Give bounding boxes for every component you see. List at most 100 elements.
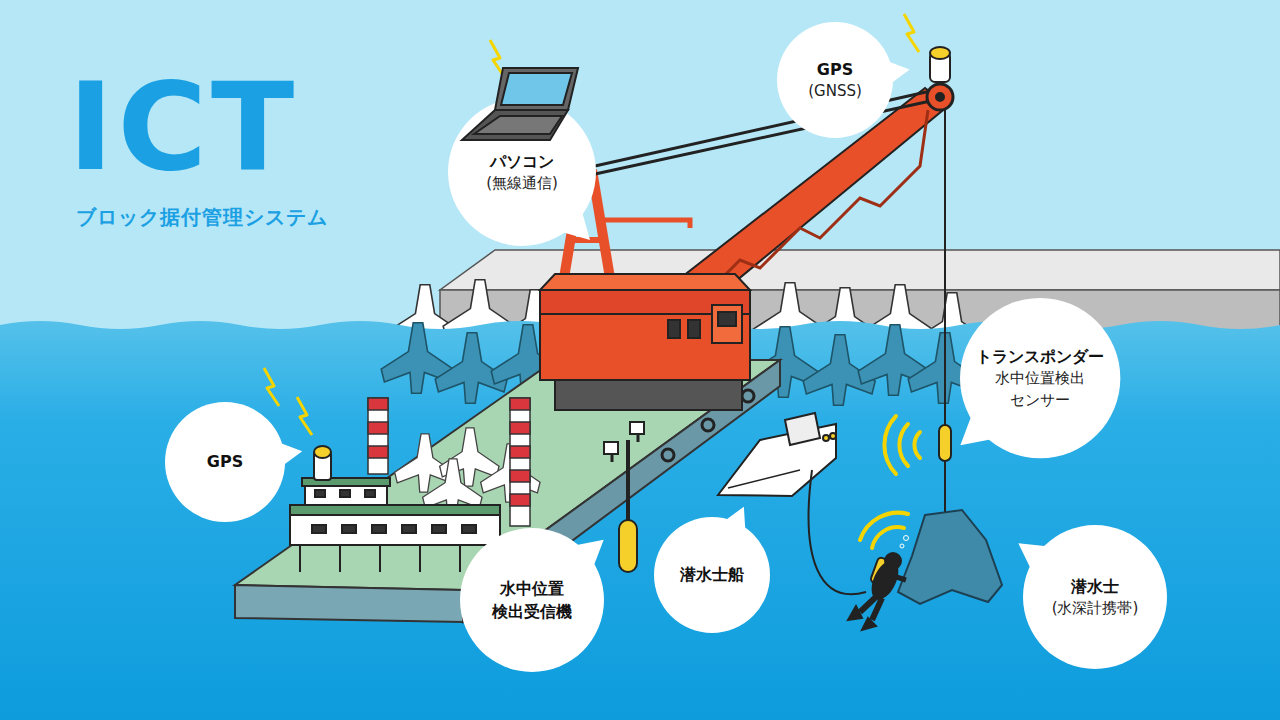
hung-block-part xyxy=(898,510,1002,604)
signal-waves-part xyxy=(872,527,904,548)
callout-bubble: 水中位置 検出受信機 xyxy=(460,528,604,672)
crane-part xyxy=(600,220,690,228)
crane-part xyxy=(688,320,700,338)
control-building-part xyxy=(290,515,500,545)
callout-heading: パソコン xyxy=(490,150,554,173)
receiver-pole xyxy=(604,422,644,572)
control-building-part xyxy=(342,525,356,533)
receiver-pole-part xyxy=(626,440,630,522)
signal-waves xyxy=(860,416,920,548)
crane-part xyxy=(540,274,750,290)
laptop-part xyxy=(501,73,572,105)
diver-boat-part xyxy=(728,470,800,488)
crane-part xyxy=(555,378,742,410)
bubble-circle xyxy=(777,22,893,138)
chimneys-part xyxy=(510,398,530,526)
control-building-part xyxy=(340,490,350,497)
chimneys-part xyxy=(510,446,530,458)
signal-waves-part xyxy=(860,513,908,540)
callout-heading: GPS xyxy=(817,58,853,81)
crane xyxy=(540,47,953,516)
control-building-part xyxy=(432,525,446,533)
callout-heading: 水中位置 検出受信機 xyxy=(492,577,572,623)
lightning-bolts-part xyxy=(297,397,312,435)
laptop-part xyxy=(474,116,562,134)
control-building-part xyxy=(290,505,500,515)
diver-boat-part xyxy=(823,435,829,441)
diver-boat xyxy=(718,413,836,496)
receiver-pole-part xyxy=(630,422,644,434)
receiver-pole-part xyxy=(604,442,618,454)
laptop-part xyxy=(462,110,568,140)
diver-tether xyxy=(809,470,866,594)
diver-part xyxy=(848,606,862,620)
diver-part xyxy=(900,544,904,548)
chimneys-part xyxy=(510,398,530,410)
control-building-part xyxy=(459,545,461,572)
crane-part xyxy=(592,170,612,290)
callout-body: (GNSS) xyxy=(808,81,862,103)
chimneys-part xyxy=(510,470,530,482)
callout-heading: 潜水士船 xyxy=(680,563,744,586)
diver-part xyxy=(885,553,901,569)
lightning-bolts xyxy=(264,14,919,435)
control-building-part xyxy=(462,525,476,533)
control-building-part xyxy=(299,545,301,572)
control-building xyxy=(290,478,500,572)
control-building-part xyxy=(402,525,416,533)
signal-waves-part xyxy=(884,416,896,474)
diver xyxy=(848,536,909,631)
diagram-title: ICT xyxy=(68,66,298,188)
receiver-pole-part xyxy=(619,520,637,572)
bubble-circle xyxy=(654,517,770,633)
crane-barge-part xyxy=(742,390,754,402)
diver-part xyxy=(872,598,882,620)
crane-part xyxy=(540,290,750,380)
bubble-circle xyxy=(165,402,285,522)
callout-body: 水中位置検出 センサー xyxy=(995,368,1085,412)
chimneys-part xyxy=(368,422,388,434)
callout-bubble: 潜水士(水深計携帯) xyxy=(1023,525,1167,669)
hung-block xyxy=(898,510,1002,604)
laptop-part xyxy=(495,68,578,110)
transponder xyxy=(939,425,951,461)
bubble-circle xyxy=(960,298,1120,458)
crane-barge-part xyxy=(235,585,463,622)
crane-barge-part xyxy=(702,419,714,431)
control-building-part xyxy=(315,490,325,497)
bubble-circle xyxy=(448,98,596,246)
diagram-subtitle: ブロック据付管理システム xyxy=(76,205,328,229)
control-building-part xyxy=(305,485,387,505)
diver-part xyxy=(904,536,909,541)
barge-gps-antenna xyxy=(314,446,331,480)
bubble-circle xyxy=(1023,525,1167,669)
crane-part xyxy=(668,320,680,338)
crane-part xyxy=(718,312,736,326)
lightning-bolts-part xyxy=(904,14,919,52)
control-building-part xyxy=(379,545,381,572)
bubble-shape xyxy=(448,98,596,246)
signal-waves-part xyxy=(899,424,908,466)
chimneys-part xyxy=(368,398,388,410)
transponder-part xyxy=(939,425,951,461)
chimneys-part xyxy=(510,494,530,506)
callout-heading: トランスポンダー xyxy=(976,345,1104,368)
crane-barge-part xyxy=(662,449,674,461)
crane-part xyxy=(927,84,953,110)
callout-bubble: GPS xyxy=(165,402,285,522)
crane-part xyxy=(712,305,742,343)
callout-bubble: 潜水士船 xyxy=(654,517,770,633)
callout-bubble: パソコン(無線通信) xyxy=(448,98,596,246)
diver-boat-part xyxy=(830,433,836,439)
bubble-shape xyxy=(1023,525,1167,669)
callout-bubble: GPS(GNSS) xyxy=(777,22,893,138)
signal-waves-part xyxy=(914,432,920,458)
callout-bubble: トランスポンダー水中位置検出 センサー xyxy=(960,298,1120,458)
bubble-circle xyxy=(460,528,604,672)
bubble-shape xyxy=(777,22,893,138)
callout-heading: GPS xyxy=(207,450,243,473)
callout-body: (無線通信) xyxy=(486,173,558,195)
control-building-part xyxy=(312,525,326,533)
diver-part xyxy=(890,575,906,580)
